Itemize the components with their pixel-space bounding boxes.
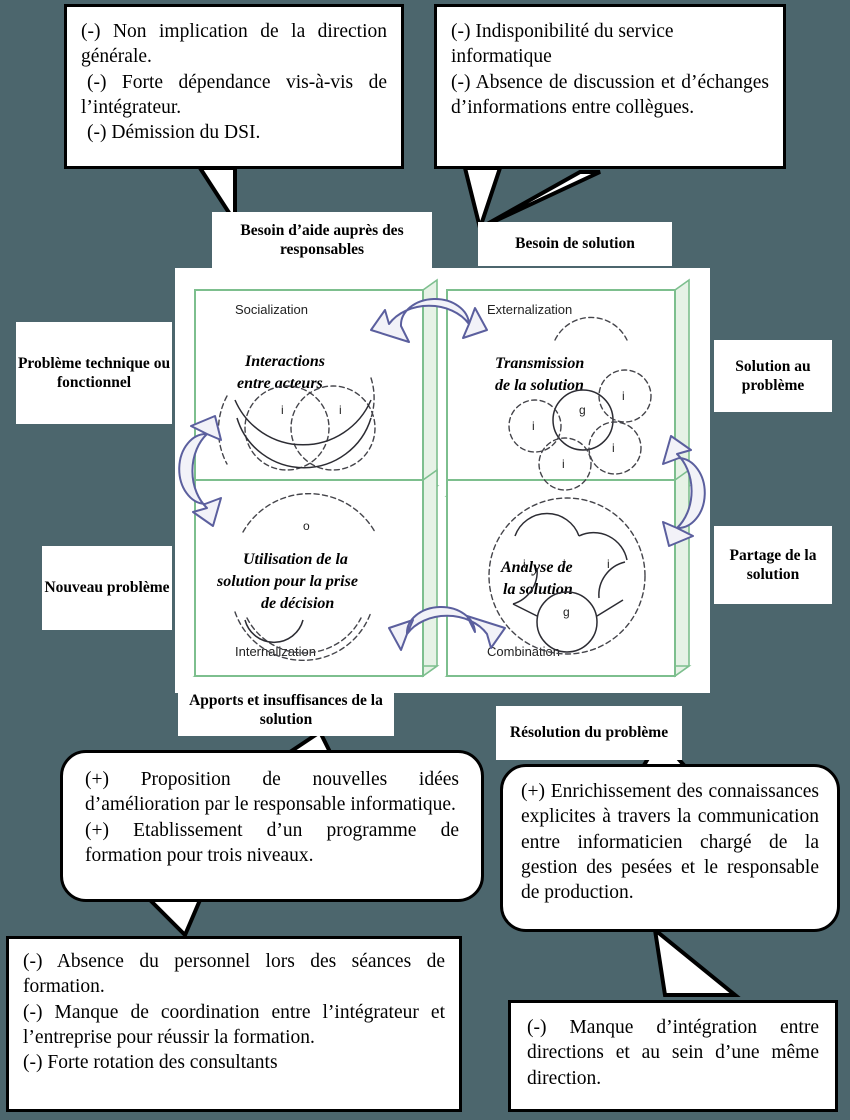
callout-bottom-left-plus: (+) Proposition de nouvelles idées d’amé… [60,750,484,902]
callout-top-left: (-) Non implication de la direction géné… [64,4,404,169]
quadrant-title-line1: Interactions [244,353,325,370]
node-letter-g: g [563,605,570,619]
label-besoin-aide: Besoin d’aide auprès des responsables [212,212,432,268]
quadrant-mode-label: Externalization [487,302,572,317]
label-nouveau-probleme: Nouveau problème [42,546,172,630]
callout-line: (-) Forte dépendance vis-à-vis de l’inté… [81,71,387,119]
label-text: Résolution du problème [509,724,669,742]
callout-line: (-) Non implication de la direction géné… [81,21,387,68]
node-letter-g: g [579,403,586,417]
node-letter: i [622,389,625,403]
label-solution-probleme: Solution au problème [714,340,832,412]
callout-bottom-left-minus: (-) Absence du personnel lors des séance… [6,936,462,1112]
callout-line: (+) Etablissement d’un programme de form… [85,819,459,867]
callout-line: (-) Démission du DSI. [87,122,261,144]
quadrant-combination: Combination Analyse de la solution g i i… [487,497,646,659]
node-letter: i [532,419,535,433]
seci-model-diagram: .fr { fill:#ffffff; stroke:#7dbf8e; stro… [175,268,710,693]
quadrant-title-line1: Utilisation de la [243,551,348,568]
quadrant-internalization-frame [192,468,440,678]
label-text: Besoin de solution [515,235,635,253]
node-letter: i [612,441,615,455]
callout-top-right: (-) Indisponibilité du service informati… [434,4,786,169]
callout-line: (+) Enrichissement des connaissances exp… [521,781,819,904]
seci-spiral-arrows [178,298,706,651]
quadrant-socialization: Socialization Interactions entre acteurs… [217,302,376,471]
node-letter: i [607,557,610,571]
quadrant-externalization: Externalization Transmission de la solut… [487,302,652,491]
arrow-bottom [388,606,506,651]
callout-line: (-) Forte rotation des consultants [23,1052,278,1074]
label-text: Besoin d’aide auprès des responsables [240,221,404,258]
quadrant-mode-label: Socialization [235,302,308,317]
quadrant-title-line2: entre acteurs [237,375,323,392]
label-text: Problème technique ou fonctionnel [17,354,171,391]
label-probleme-technique: Problème technique ou fonctionnel [16,322,172,424]
callout-line: (-) Absence du personnel lors des séance… [23,951,445,998]
node-letter: i [562,457,565,471]
quadrant-title-line3: de décision [261,595,334,612]
quadrant-mode-label: Combination [487,644,560,659]
node-letter: i [523,557,526,571]
label-resolution: Résolution du problème [496,706,682,760]
tail-top-right-a [462,166,503,236]
callout-bottom-right-minus: (-) Manque d’intégration entre direction… [508,1000,838,1112]
node-letter: i [281,403,284,417]
quadrant-title-line1: Analyse de [500,559,573,576]
label-partage-solution: Partage de la solution [714,526,832,604]
arrow-left [178,415,222,527]
node-letter: o [303,519,310,533]
quadrant-title-line1: Transmission [495,355,584,372]
quadrant-title-line2: de la solution [495,377,584,394]
arrow-right [662,435,706,547]
callout-line: (-) Absence de discussion et d’échanges … [451,71,769,119]
quadrant-title-line2: la solution [503,581,573,598]
quadrant-title-line2: solution pour la prise [216,573,358,590]
node-letter: i [563,557,566,571]
label-besoin-solution: Besoin de solution [478,222,672,266]
callout-line: (-) Manque de coordination entre l’intég… [23,1001,445,1049]
tail-top-right-b [479,170,601,230]
label-text: Solution au problème [735,357,811,394]
label-text: Nouveau problème [44,579,170,597]
callout-bottom-right-plus: (+) Enrichissement des connaissances exp… [500,764,840,932]
node-letter: i [339,403,342,417]
label-text: Partage de la solution [729,546,817,583]
label-text: Apports et insuffisances de la solution [189,691,383,728]
quadrant-mode-label: Internalization [235,644,316,659]
callout-line: (-) Manque d’intégration entre direction… [527,1017,819,1089]
tail-br-plus-down [652,925,741,997]
callout-line: (-) Indisponibilité du service informati… [451,21,674,68]
callout-line: (+) Proposition de nouvelles idées d’amé… [85,769,459,816]
quadrant-combination-frame [444,468,692,678]
quadrant-internalization: Internalization Utilisation de la soluti… [216,493,376,662]
arrow-top [370,298,488,343]
tail-bl-plus-down [145,898,204,939]
